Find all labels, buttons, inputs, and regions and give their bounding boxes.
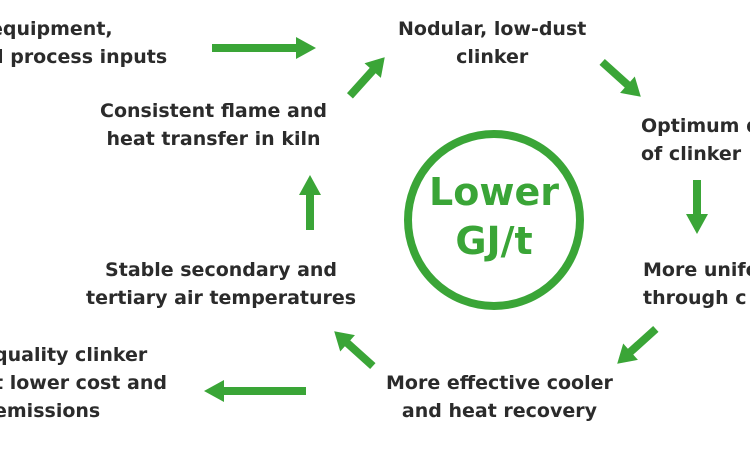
node-effective-cooler: More effective cooler and heat recovery <box>386 369 613 425</box>
node-line: Consistent flame and <box>100 100 327 122</box>
node-line: Stable secondary and <box>105 259 338 281</box>
arrow-left-icon <box>204 380 306 402</box>
arrow-down-icon <box>686 180 708 234</box>
arrow-up-left-icon <box>334 331 376 370</box>
node-line: and heat recovery <box>401 400 597 422</box>
center-circle <box>404 130 584 310</box>
arrow-down-left-icon <box>617 325 659 364</box>
node-line: heat transfer in kiln <box>106 128 321 150</box>
node-line: through c <box>643 287 747 309</box>
arrow-up-right-icon <box>346 57 385 99</box>
node-quality-clinker: quality clinker t lower cost and emissio… <box>0 341 167 425</box>
center-label-line1: Lower <box>429 170 559 214</box>
arrow-up-icon <box>299 175 321 230</box>
node-line: Optimum d <box>641 115 750 137</box>
node-line: More unifo <box>643 259 750 281</box>
center-label-line2: GJ/t <box>455 219 533 263</box>
node-consistent-flame: Consistent flame and heat transfer in ki… <box>100 97 327 153</box>
node-more-uniform: More unifo through c <box>643 256 750 312</box>
node-equipment-inputs: equipment, d process inputs <box>0 15 167 71</box>
node-line: More effective cooler <box>386 372 613 394</box>
node-line: Nodular, low-dust <box>398 18 587 40</box>
node-line: d process inputs <box>0 46 168 68</box>
arrow-right-icon <box>212 37 316 59</box>
node-line: tertiary air temperatures <box>86 287 357 309</box>
node-line: clinker <box>456 46 529 68</box>
node-line: of clinker <box>641 143 742 165</box>
node-line: equipment, <box>0 18 113 40</box>
node-line: quality clinker <box>0 344 148 366</box>
node-optimum-clinker: Optimum d of clinker <box>641 112 750 168</box>
node-line: emissions <box>0 400 101 422</box>
node-stable-air-temperatures: Stable secondary and tertiary air temper… <box>86 256 356 312</box>
node-nodular-clinker: Nodular, low-dust clinker <box>398 15 586 71</box>
arrow-down-right-icon <box>599 58 641 97</box>
node-line: t lower cost and <box>0 372 167 394</box>
